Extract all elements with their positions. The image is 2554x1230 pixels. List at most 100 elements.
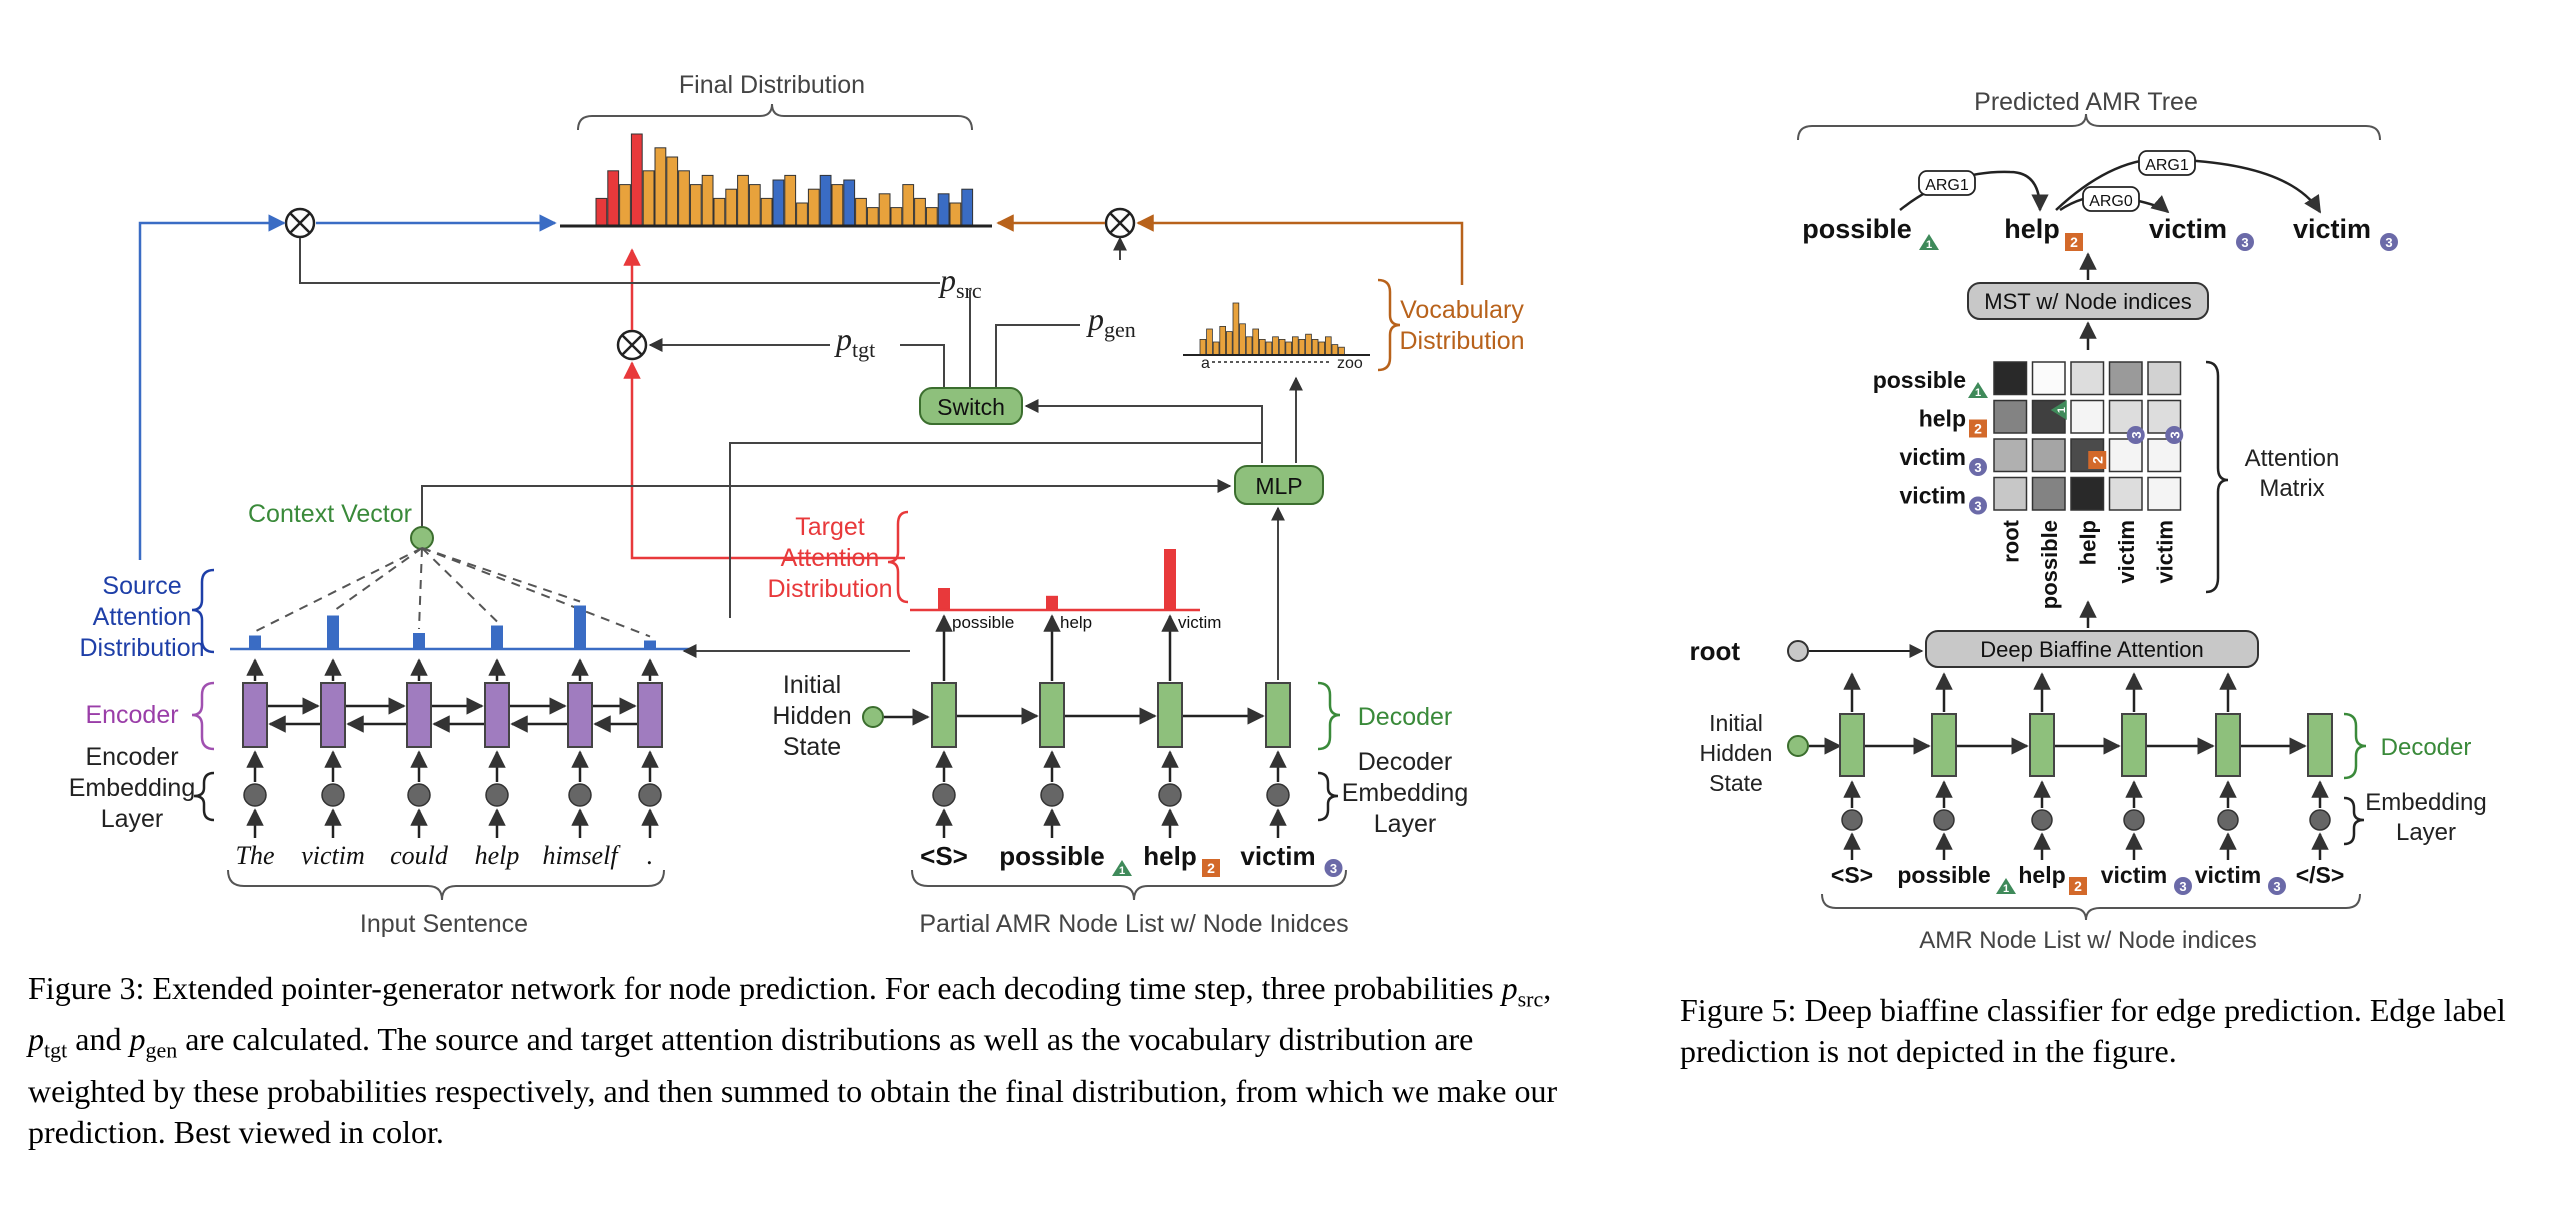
final-bar xyxy=(796,202,808,227)
decoder-brace xyxy=(1317,681,1341,751)
edge-label-arg1: ARG1 xyxy=(1925,177,1969,194)
matrix-cell xyxy=(2031,476,2066,511)
final-bar xyxy=(619,184,631,227)
figure-5-caption: Figure 5: Deep biaffine classifier for e… xyxy=(1680,990,2540,1072)
final-bar xyxy=(878,193,891,227)
decoder-embedding-label-1: Decoder xyxy=(1358,748,1453,776)
matrix-col-badge-number: 1 xyxy=(2056,407,2068,413)
p-tgt-line xyxy=(900,344,945,388)
matrix-col-badge-wrap: 2 xyxy=(2088,451,2107,469)
matrix-cell xyxy=(1993,399,2028,434)
encoder-embedding-label-1: Encoder xyxy=(85,743,178,771)
f5-token: <S> xyxy=(1831,862,1873,888)
final-bar xyxy=(831,184,844,227)
attention-matrix-label-2: Matrix xyxy=(2259,475,2324,502)
decoder xyxy=(931,614,1291,838)
f5-embedding-brace xyxy=(2343,796,2365,846)
edge-label-box xyxy=(2082,186,2140,212)
figure-3: Final Distribution psrc xyxy=(69,71,1525,938)
final-distribution-brace xyxy=(577,103,973,131)
final-bar xyxy=(784,174,797,227)
source-attention-bar xyxy=(491,625,503,648)
final-bar xyxy=(772,179,785,227)
decoder-token-badge-icon xyxy=(1202,859,1220,877)
context-vector-node xyxy=(410,526,434,550)
decoder-label: Decoder xyxy=(1358,703,1453,731)
f5-embedding-label-2: Layer xyxy=(2396,819,2456,846)
matrix-col-badge-wrap: 3 xyxy=(2165,426,2184,444)
final-bar xyxy=(843,179,856,227)
context-vector-label: Context Vector xyxy=(248,500,412,528)
f5-token-badge-number: 2 xyxy=(2074,878,2082,894)
f5-token: victim xyxy=(2101,862,2167,888)
context-to-mlp-arrow xyxy=(421,479,1232,535)
matrix-col-label: victim xyxy=(2152,520,2177,584)
input-sentence-label: Input Sentence xyxy=(360,910,528,938)
matrix-col-label: victim xyxy=(2114,520,2139,584)
decoder-embedding-label-3: Layer xyxy=(1374,810,1437,838)
vocab-bar xyxy=(1272,336,1279,356)
vocab-bar xyxy=(1219,325,1227,356)
vocab-bar xyxy=(1252,328,1260,356)
switch-box xyxy=(919,387,1023,425)
initial-hidden-label-2: Hidden xyxy=(772,702,851,730)
caption-p-src: psrc xyxy=(1501,970,1544,1012)
decoder-embedding-brace xyxy=(1317,771,1339,822)
decoder-token-badge-number: 3 xyxy=(1330,861,1337,876)
decoder-embedding-label-2: Embedding xyxy=(1342,779,1468,807)
tree-node-badge-number: 1 xyxy=(1926,239,1932,251)
partial-node-list-label: Partial AMR Node List w/ Node Inidces xyxy=(919,910,1348,938)
vocab-bar xyxy=(1338,346,1345,356)
target-attention-bar xyxy=(1164,549,1176,609)
decoder-embedding-node xyxy=(1266,783,1290,807)
matrix-cell xyxy=(2147,476,2182,511)
f5-node-list-brace xyxy=(1821,893,2361,921)
matrix-cell xyxy=(1993,361,2028,396)
encoder-embedding-node xyxy=(568,783,592,807)
final-bar xyxy=(890,207,903,227)
matrix-cell xyxy=(2108,476,2143,511)
context-dashed-line xyxy=(332,547,423,613)
root-label: root xyxy=(1689,636,1740,666)
vocab-bar xyxy=(1331,344,1339,356)
matrix-cell xyxy=(1993,476,2028,511)
decoder-cell xyxy=(1265,682,1291,748)
target-attention-label-2: Attention xyxy=(781,544,880,572)
matrix-cell xyxy=(2147,438,2182,473)
edge-label-arg0: ARG0 xyxy=(2089,193,2133,210)
f5-embedding-node xyxy=(1933,809,1955,831)
multiply-node-vocab xyxy=(1104,207,1136,239)
f5-token: possible xyxy=(1897,862,1990,888)
f5-token: help xyxy=(2018,862,2065,888)
target-att-to-mlp-line xyxy=(729,442,1263,618)
vocab-brace xyxy=(1377,278,1401,372)
matrix-cell xyxy=(2031,438,2066,473)
input-token: The xyxy=(236,841,275,870)
f5-decoder-cell xyxy=(1931,713,1957,777)
attention-matrix-brace xyxy=(2205,360,2229,594)
source-attention-label-2: Attention xyxy=(93,603,192,631)
vocab-label-2: Distribution xyxy=(1399,327,1524,355)
matrix-row-badge-number: 1 xyxy=(1975,387,1981,399)
f5-decoder-cell xyxy=(2121,713,2147,777)
final-distribution-title: Final Distribution xyxy=(679,71,865,99)
encoder-embedding-node xyxy=(243,783,267,807)
decoder-token: possible xyxy=(999,841,1104,871)
predicted-tree-brace xyxy=(1797,113,2381,141)
matrix-cell xyxy=(2147,361,2182,396)
edge-label-box xyxy=(1918,170,1976,196)
encoder-embedding-brace xyxy=(193,771,215,822)
source-attention-brace xyxy=(191,568,215,654)
attention-matrix-label-1: Attention xyxy=(2245,445,2340,472)
f5-decoder-cell xyxy=(2215,713,2241,777)
final-bar xyxy=(949,202,962,227)
caption-p-tgt: ptgt xyxy=(28,1021,68,1063)
vocab-bar xyxy=(1278,338,1286,356)
f5-decoder-cell xyxy=(1839,713,1865,777)
matrix-col-label: root xyxy=(1998,519,2023,562)
target-attention-brace xyxy=(887,510,909,604)
target-attention-bar-label: victim xyxy=(1178,613,1221,632)
